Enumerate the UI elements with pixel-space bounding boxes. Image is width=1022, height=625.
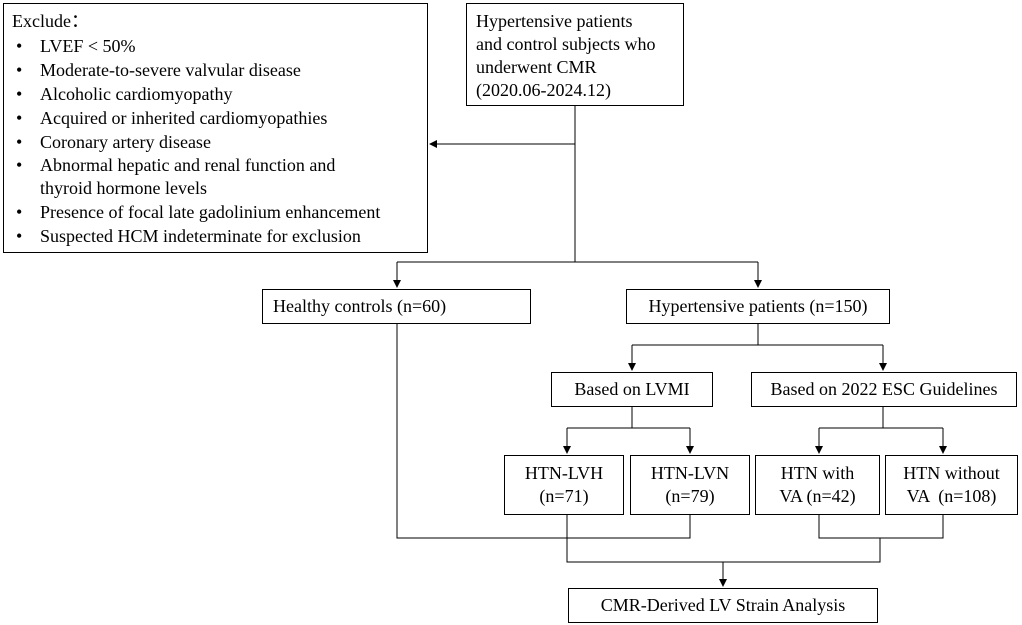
htn-with-va-count: VA (n=42) — [779, 486, 856, 506]
exclusion-criteria-box: Exclude： LVEF < 50% Moderate-to-severe v… — [3, 3, 428, 253]
source-line: (2020.06-2024.12) — [476, 80, 611, 100]
healthy-controls-box: Healthy controls (n=60) — [262, 289, 531, 324]
connector-healthy-down — [396, 324, 691, 539]
lvmi-label: Based on LVMI — [574, 379, 690, 399]
exclusion-item: Coronary artery disease — [12, 130, 419, 154]
source-population-box: Hypertensive patients and control subjec… — [466, 3, 684, 106]
htn-lvh-name: HTN-LVH — [524, 463, 604, 483]
source-line: underwent CMR — [476, 57, 597, 77]
exclusion-heading: Exclude： — [12, 11, 89, 31]
htn-lvn-name: HTN-LVN — [650, 463, 730, 483]
htn-lvn-box: HTN-LVN (n=79) — [630, 455, 750, 515]
esc-guidelines-box: Based on 2022 ESC Guidelines — [751, 372, 1017, 407]
healthy-controls-label: Healthy controls (n=60) — [273, 296, 447, 316]
connector-merge-bottom — [566, 538, 881, 563]
htn-without-va-count: VA (n=108) — [906, 486, 997, 506]
source-line: and control subjects who — [476, 34, 656, 54]
htn-without-va-box: HTN without VA (n=108) — [885, 455, 1018, 515]
htn-lvh-box: HTN-LVH (n=71) — [504, 455, 624, 515]
exclusion-item: Presence of focal late gadolinium enhanc… — [12, 200, 419, 224]
source-line: Hypertensive patients — [476, 11, 633, 31]
htn-with-va-box: HTN with VA (n=42) — [755, 455, 880, 515]
esc-label: Based on 2022 ESC Guidelines — [770, 379, 998, 399]
exclusion-item: Abnormal hepatic and renal function andt… — [12, 154, 419, 200]
exclusion-item: LVEF < 50% — [12, 34, 419, 58]
hypertensive-patients-box: Hypertensive patients (n=150) — [626, 289, 890, 324]
lvmi-classification-box: Based on LVMI — [551, 372, 713, 407]
strain-analysis-box: CMR-Derived LV Strain Analysis — [568, 588, 878, 623]
exclusion-item: Acquired or inherited cardiomyopathies — [12, 106, 419, 130]
hypertensive-patients-label: Hypertensive patients (n=150) — [648, 296, 868, 316]
exclusion-list: LVEF < 50% Moderate-to-severe valvular d… — [12, 34, 419, 248]
htn-lvh-count: (n=71) — [539, 486, 589, 506]
exclusion-item: Alcoholic cardiomyopathy — [12, 82, 419, 106]
htn-lvn-count: (n=79) — [665, 486, 715, 506]
exclusion-item: Moderate-to-severe valvular disease — [12, 58, 419, 82]
connector-va-nova — [818, 515, 944, 539]
htn-without-va-name: HTN without — [903, 463, 1000, 483]
exclusion-item: Suspected HCM indeterminate for exclusio… — [12, 224, 419, 248]
strain-analysis-label: CMR-Derived LV Strain Analysis — [600, 595, 846, 615]
htn-with-va-name: HTN with — [780, 463, 855, 483]
